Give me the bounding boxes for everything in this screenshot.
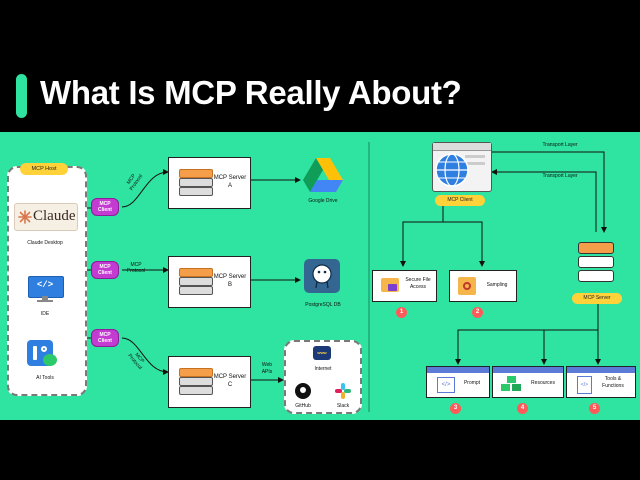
sampling-label: Sampling [486,282,508,288]
feature-number-badge-4: 4 [517,403,528,414]
client-server-link-a [121,169,169,208]
transport-arrow-up [491,169,597,232]
ai-tools-icon [27,340,63,370]
sampling-box: Sampling [449,270,517,302]
folder-lock-icon [381,278,399,292]
google-drive-label: Google Drive [308,198,338,204]
mcp-server-label-pill: MCP Server [572,293,622,304]
claude-desktop-label: Claude Desktop [27,240,63,246]
web-apis-label: Web APIs [261,362,273,375]
transport-arrow-down [490,151,607,233]
ide-label: IDE [40,311,50,317]
page-title: What Is MCP Really About? [40,74,462,111]
google-drive-icon [303,158,343,192]
slack-label: Slack [336,403,350,409]
resources-label: Resources [531,380,555,386]
mcp-client-label-pill: MCP Client [435,195,485,206]
ide-code-glyph: </> [36,280,54,290]
github-icon [295,383,311,399]
mcp-server-b: MCP Server B [168,256,251,308]
code-window-icon: </> [437,377,455,393]
client-server-link-c [121,337,169,375]
internet-badge-text: www [317,350,327,355]
server-feature-arrow-3 [455,304,599,365]
resources-cubes-icon [501,376,523,392]
transport-layer-label-1: Transport Layer [542,142,578,148]
mcp-server-a: MCP Server A [168,157,251,209]
claude-spark-icon [18,210,32,224]
title-bar: What Is MCP Really About? [0,0,640,132]
feature-number-badge-5: 5 [589,403,600,414]
mcp-server-c: MCP Server C [168,356,251,408]
tools-functions-box: </> Tools & Functions [566,366,636,398]
slack-icon [335,383,351,399]
postgresql-label: PostgreSQL DB [305,302,341,308]
server-b-label: MCP Server B [213,274,247,289]
mcp-client-pill-2: MCP Client [91,261,119,279]
server-c-label: MCP Server C [213,374,247,389]
mcp-protocol-label-2: MCP Protocol [126,262,146,274]
feature-number-badge-2: 2 [472,307,483,318]
sampling-icon [458,277,476,295]
server-a-label: MCP Server A [213,175,247,190]
claude-logo: Claude [14,203,78,231]
client-feature-arrow-1 [400,206,444,267]
bottom-bar [0,420,640,480]
transport-layer-label-2: Transport Layer [542,173,578,179]
prompt-label: Prompt [463,380,481,386]
secure-file-access-label: Secure File Access [405,277,431,290]
mcp-client-pill-1: MCP Client [91,198,119,216]
resources-box: Resources [492,366,564,398]
internet-icon: www [313,346,331,360]
mcp-server-stack-icon [578,242,614,288]
internet-label: Internet [314,366,332,372]
tools-functions-label: Tools & Functions [602,376,624,389]
mcp-host-label: MCP Host [20,163,68,175]
globe-icon [435,153,469,187]
prompt-box: </> Prompt [426,366,490,398]
code-file-icon: </> [577,376,592,394]
feature-number-badge-3: 3 [450,403,461,414]
client-feature-arrow-2 [443,221,485,267]
feature-number-badge-1: 1 [396,307,407,318]
claude-logo-text: Claude [33,208,76,224]
postgresql-icon [304,259,340,293]
ai-tools-label: AI Tools [36,375,54,381]
mcp-client-pill-3: MCP Client [91,329,119,347]
monitor-code-icon: </> [28,276,64,302]
title-accent-bar [16,74,27,118]
secure-file-access-box: Secure File Access [372,270,437,302]
github-label: GitHub [295,403,311,409]
